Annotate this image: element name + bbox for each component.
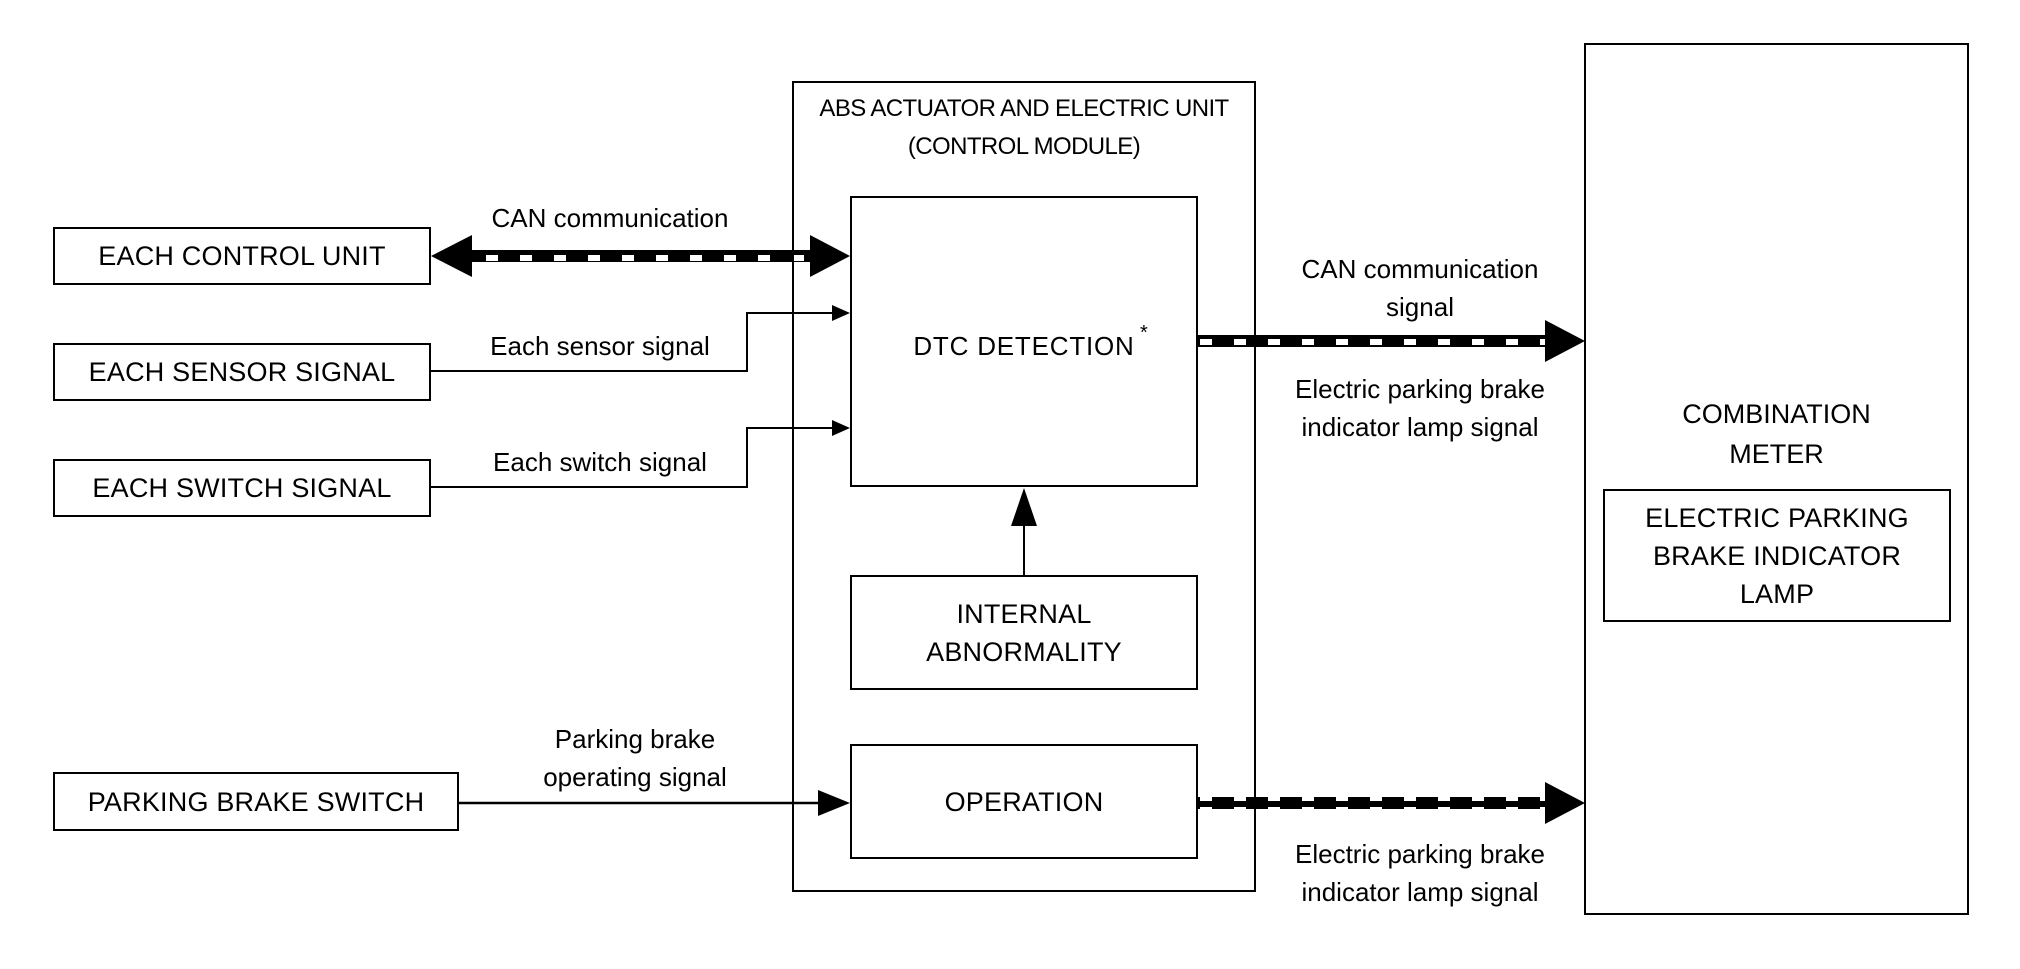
abs-unit-title-line2: (CONTROL MODULE) bbox=[907, 133, 1141, 160]
abs-unit-title-line1: ABS ACTUATOR AND ELECTRIC UNIT bbox=[819, 95, 1229, 122]
abs-unit-title: ABS ACTUATOR AND ELECTRIC UNIT (CONTROL … bbox=[792, 90, 1256, 166]
epb-lamp-signal-bottom-label: Electric parking brake indicator lamp si… bbox=[1256, 835, 1584, 911]
epb-lamp-signal-top-label: Electric parking brake indicator lamp si… bbox=[1256, 370, 1584, 446]
arrowhead-icon bbox=[832, 305, 850, 321]
parking-brake-signal-line1: Parking brake bbox=[554, 724, 716, 754]
can-bus-operation-to-meter bbox=[1197, 782, 1585, 824]
can-signal-line1: CAN communication bbox=[1301, 254, 1539, 284]
wire-sensor-signal bbox=[430, 305, 850, 372]
arrowhead-right-icon bbox=[1545, 320, 1585, 362]
dtc-detection-label: DTC DETECTION bbox=[913, 331, 1135, 361]
each-sensor-signal-label: EACH SENSOR SIGNAL bbox=[88, 357, 396, 387]
each-control-unit-label: EACH CONTROL UNIT bbox=[98, 241, 386, 271]
each-switch-signal-box: EACH SWITCH SIGNAL bbox=[53, 459, 431, 517]
combination-meter bbox=[1584, 43, 1969, 915]
operation-label: OPERATION bbox=[944, 786, 1104, 817]
can-communication-label: CAN communication bbox=[491, 203, 729, 233]
epb-indicator-lamp-box: ELECTRIC PARKING BRAKE INDICATOR LAMP bbox=[1603, 489, 1951, 622]
parking-brake-signal-label: Parking brake operating signal bbox=[500, 720, 770, 796]
arrowhead-right-icon bbox=[1545, 782, 1585, 824]
dtc-detection-box: DTC DETECTION bbox=[850, 196, 1198, 487]
dtc-asterisk-note: * bbox=[1140, 322, 1148, 344]
lamp-line1: ELECTRIC PARKING bbox=[1645, 502, 1909, 533]
parking-brake-switch-label: PARKING BRAKE SWITCH bbox=[87, 786, 425, 817]
combination-meter-title-line2: METER bbox=[1729, 439, 1824, 469]
each-switch-signal-wire-label: Each switch signal bbox=[493, 447, 707, 477]
each-control-unit-box: EACH CONTROL UNIT bbox=[53, 227, 431, 285]
each-sensor-signal-box: EACH SENSOR SIGNAL bbox=[53, 343, 431, 401]
combination-meter-title-line1: COMBINATION bbox=[1682, 399, 1871, 429]
wire-internal-abnormality bbox=[1011, 488, 1037, 575]
internal-abnormality-line1: INTERNAL bbox=[956, 598, 1092, 629]
arrowhead-icon bbox=[818, 790, 850, 816]
internal-abnormality-line2: ABNORMALITY bbox=[926, 636, 1122, 667]
can-bus-dtc-to-meter bbox=[1197, 320, 1585, 362]
parking-brake-signal-line2: operating signal bbox=[543, 762, 727, 792]
wire-parking-brake bbox=[459, 790, 850, 816]
combination-meter-title: COMBINATION METER bbox=[1584, 394, 1969, 474]
operation-box: OPERATION bbox=[850, 744, 1198, 859]
parking-brake-switch-box: PARKING BRAKE SWITCH bbox=[53, 772, 459, 831]
can-signal-label: CAN communication signal bbox=[1256, 250, 1584, 326]
epb-lamp-signal-top-line1: Electric parking brake bbox=[1295, 374, 1545, 404]
wire-switch-signal bbox=[430, 420, 850, 488]
each-sensor-signal-wire-label: Each sensor signal bbox=[490, 331, 710, 361]
epb-lamp-signal-top-line2: indicator lamp signal bbox=[1301, 412, 1539, 442]
lamp-line3: LAMP bbox=[1739, 578, 1815, 609]
internal-abnormality-box: INTERNAL ABNORMALITY bbox=[850, 575, 1198, 690]
epb-lamp-signal-bottom-line1: Electric parking brake bbox=[1295, 839, 1545, 869]
arrowhead-right-icon bbox=[810, 235, 850, 277]
each-switch-signal-label: EACH SWITCH SIGNAL bbox=[92, 473, 392, 503]
can-bus-control-unit bbox=[431, 235, 850, 277]
arrowhead-up-icon bbox=[1011, 488, 1037, 526]
arrowhead-left-icon bbox=[431, 235, 472, 277]
lamp-line2: BRAKE INDICATOR bbox=[1652, 540, 1902, 571]
epb-lamp-signal-bottom-line2: indicator lamp signal bbox=[1301, 877, 1539, 907]
arrowhead-icon bbox=[832, 420, 850, 436]
can-signal-line2: signal bbox=[1386, 292, 1454, 322]
abs-actuator-unit bbox=[792, 81, 1256, 892]
